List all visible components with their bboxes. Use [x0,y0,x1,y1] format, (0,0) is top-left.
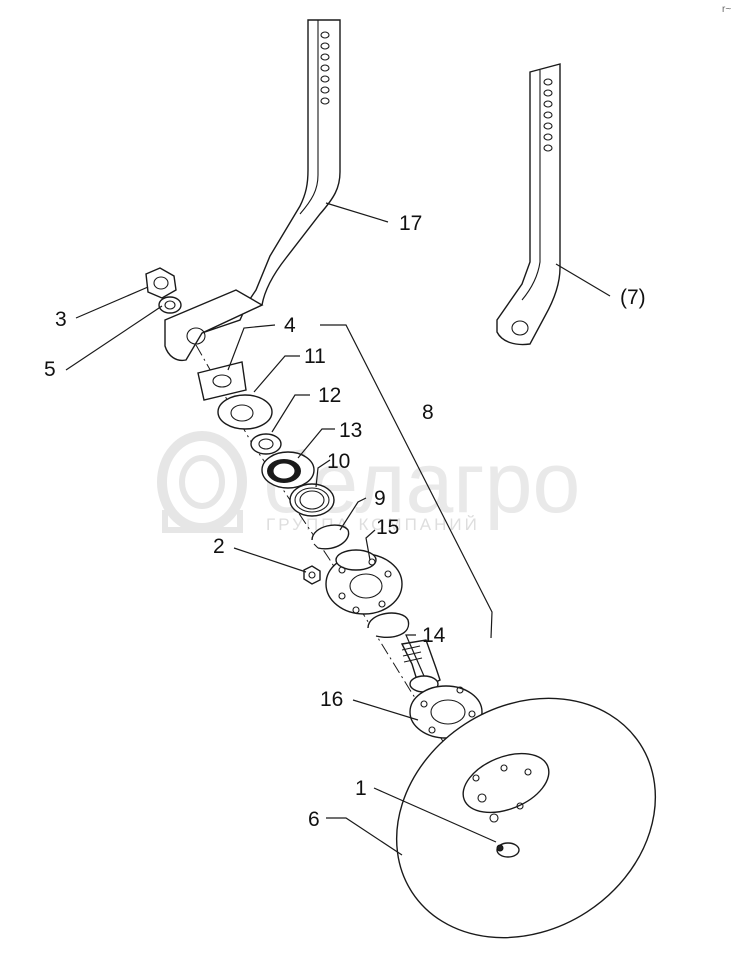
bracket-arm-17 [164,19,341,362]
callout-2: 2 [213,535,225,558]
callout-10: 10 [327,450,350,473]
callout-6: 6 [308,808,320,831]
callout-4: 4 [284,314,296,337]
disc-6 [395,697,657,939]
callout-9: 9 [374,487,386,510]
callout-11: 11 [304,345,326,368]
bearing-10 [289,483,335,517]
nut-2 [303,565,321,585]
bracket-17-holes [320,31,330,105]
leader-lines [65,202,611,856]
callout-12: 12 [318,384,341,407]
watermark-logo [157,431,247,533]
axle-bolt-14 [400,639,441,693]
callout-5: 5 [44,358,56,381]
circlip-lower [367,612,410,638]
callout-3: 3 [55,308,67,331]
nut-3 [145,267,177,299]
callout-8: 8 [422,401,434,424]
watermark: белагро ГРУППА КОМПАНИЙ [157,431,580,534]
bushing-12 [250,433,282,455]
corner-mark: r~ [722,4,731,15]
callout-labels: 17 (7) 3 5 4 11 12 13 10 9 15 2 8 14 16 … [44,212,646,831]
callout-1: 1 [355,777,367,800]
callout-16: 16 [320,688,343,711]
circlip-9 [311,524,350,550]
callout-14: 14 [422,624,446,647]
washer-5 [158,296,182,314]
seal-cup-11 [217,394,273,430]
callout-15: 15 [376,516,399,539]
callout-7: (7) [620,286,646,309]
callout-17: 17 [399,212,422,235]
bracket-7-holes [543,78,553,152]
bracket-arm-7 [496,63,561,346]
hub-15 [325,549,403,615]
bolt-1 [496,842,520,858]
callout-13: 13 [339,419,362,442]
plate-4 [197,361,247,401]
bearing-seal-13 [261,451,315,489]
